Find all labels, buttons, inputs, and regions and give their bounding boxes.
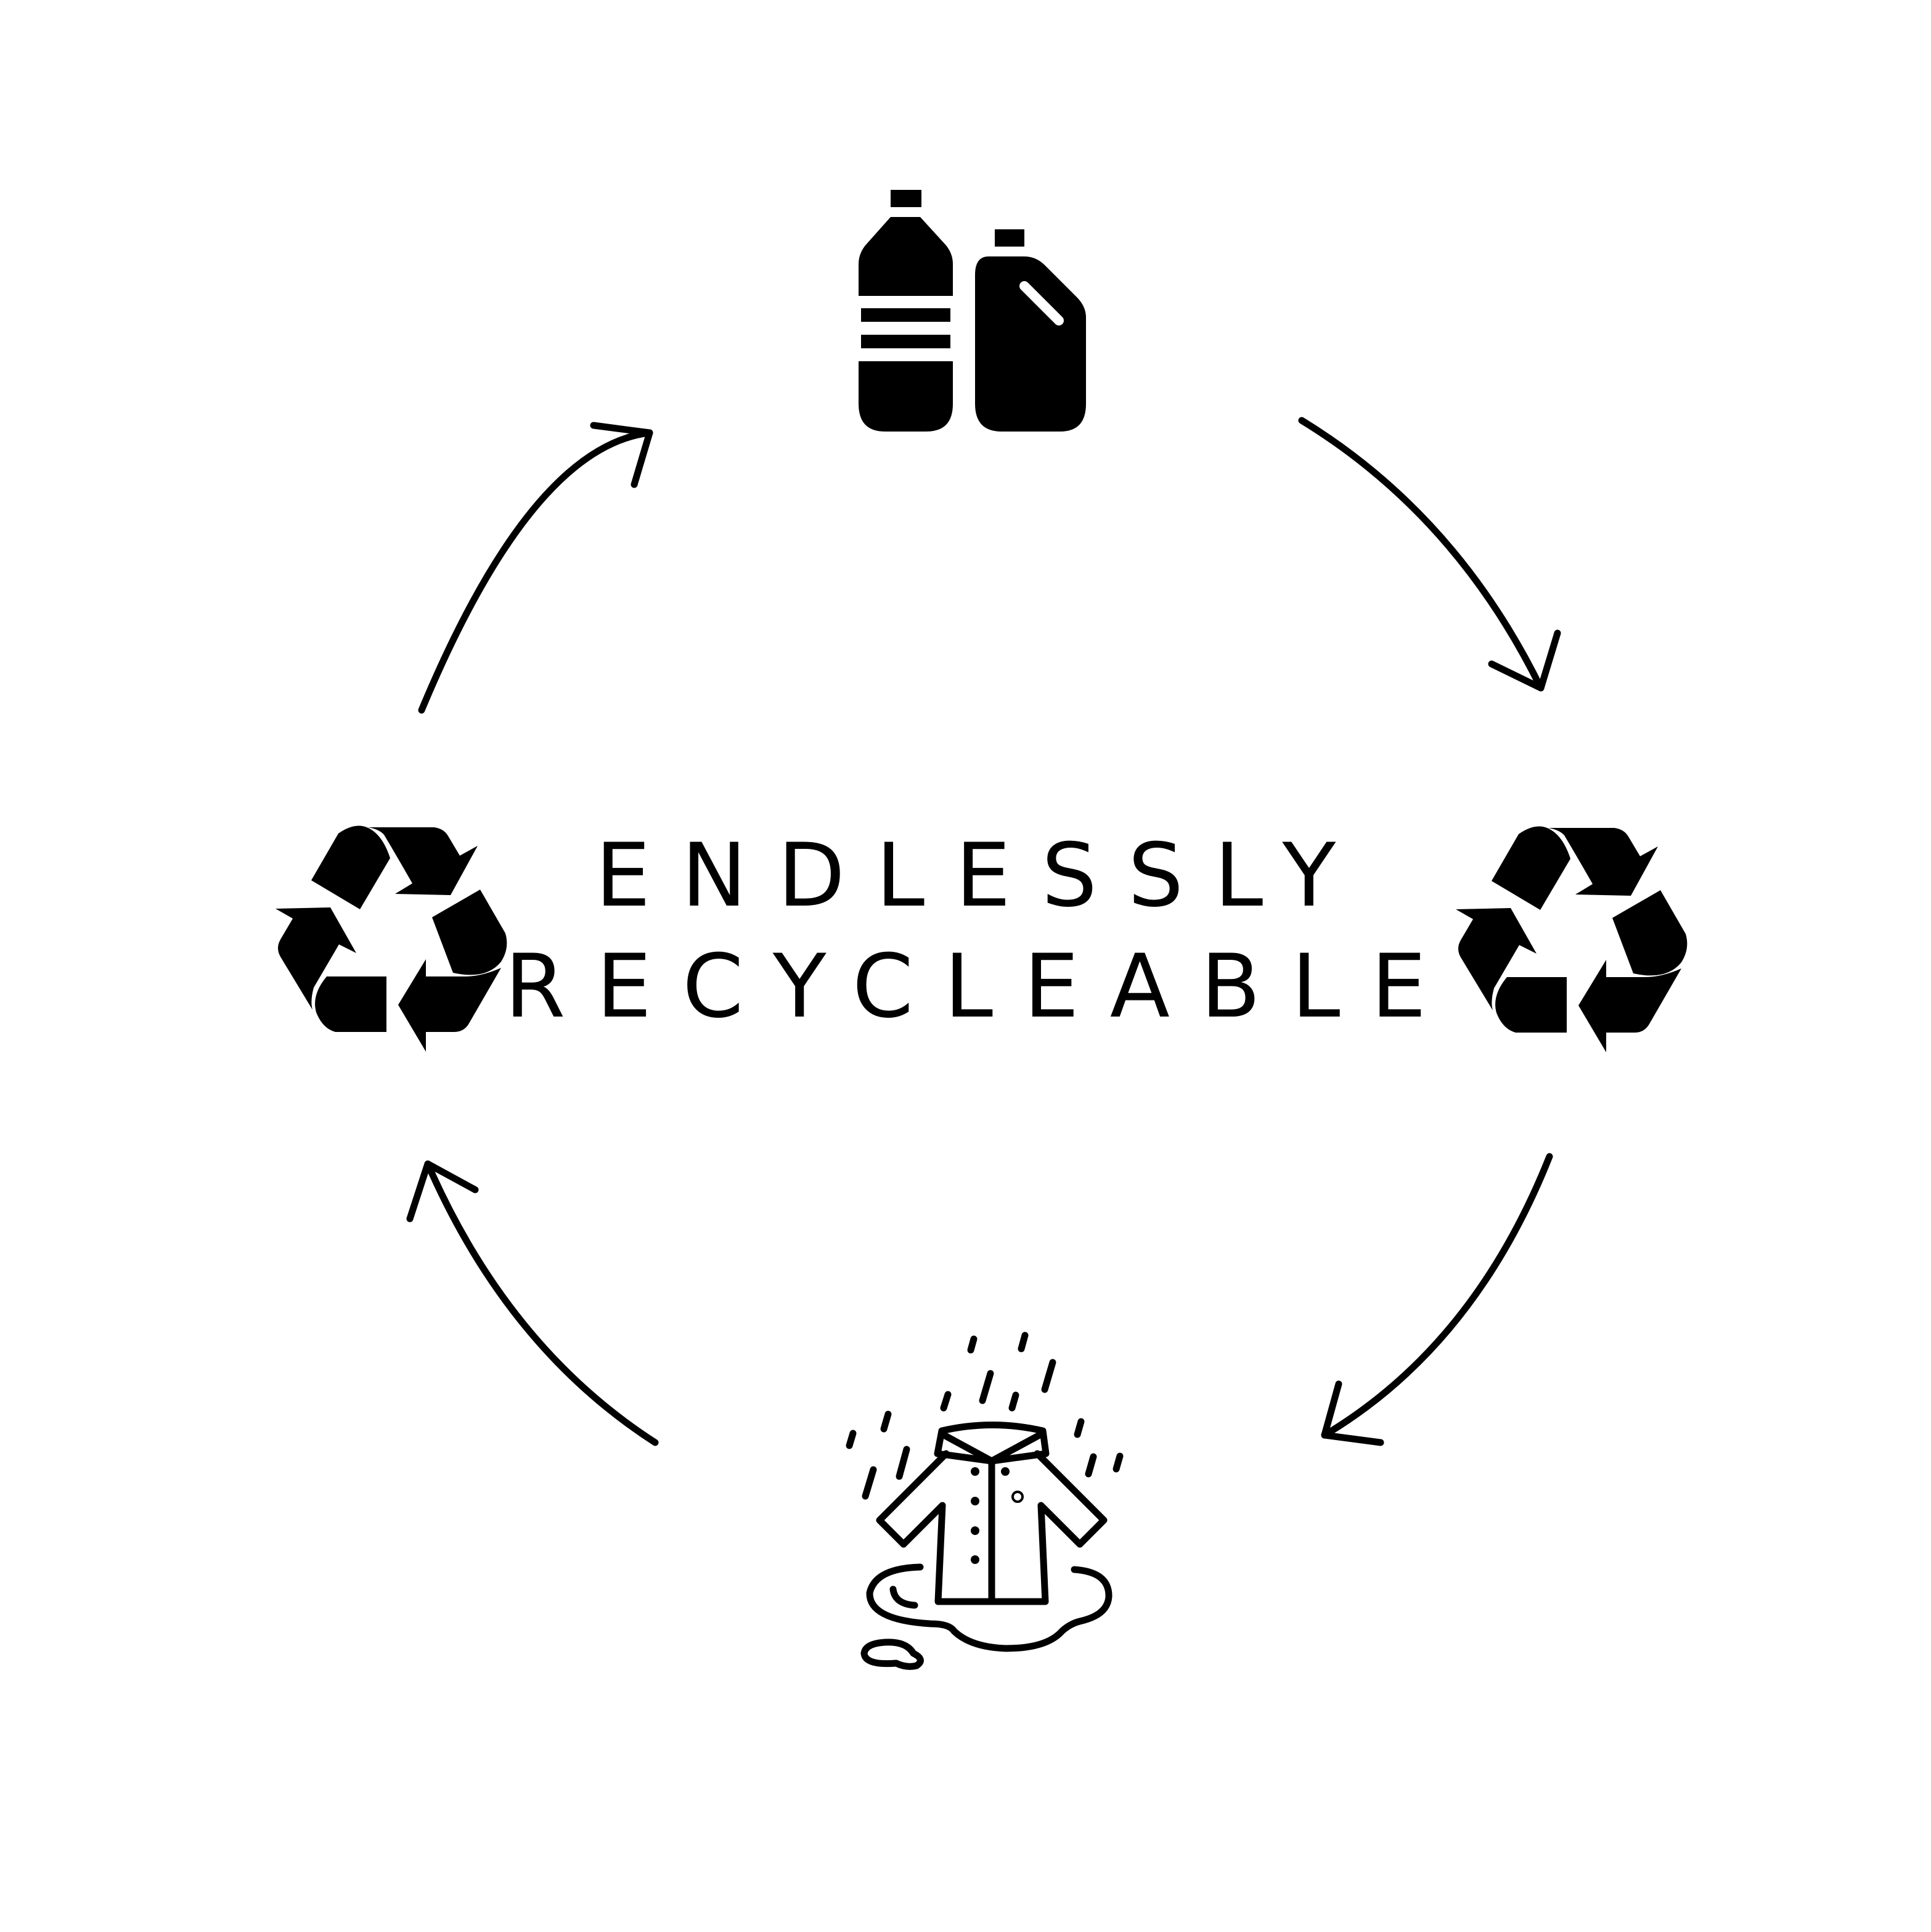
arrow-left-to-top [418, 422, 653, 714]
title-line-2: RECYCLEABLE [504, 936, 1458, 1038]
arrow-bottom-to-left [406, 1160, 659, 1446]
title-line-1: ENDLESSLY [595, 825, 1367, 927]
rain-drops [846, 1332, 1124, 1500]
recycle-icon-right [1456, 826, 1688, 1052]
coat-buttons [971, 1467, 1010, 1564]
arrow-right-to-bottom [1321, 1153, 1553, 1446]
recycle-icon-left [276, 825, 507, 1052]
raincoat-icon [846, 1332, 1124, 1670]
arrow-top-to-right [1298, 417, 1561, 692]
plastic-bottles-icon [859, 190, 1086, 432]
